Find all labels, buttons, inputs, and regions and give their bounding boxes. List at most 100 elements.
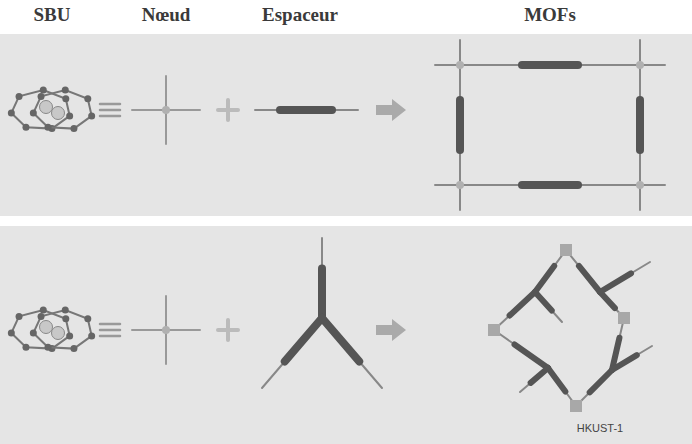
spacer-end xyxy=(262,318,322,388)
spacer-body xyxy=(600,292,615,308)
reaction-arrow xyxy=(376,99,406,341)
reaction-arrow xyxy=(376,319,406,341)
equivalence-symbol xyxy=(100,100,238,340)
spacer-body xyxy=(515,344,548,368)
atom xyxy=(22,124,29,131)
spacer-body xyxy=(548,368,565,392)
atom xyxy=(30,109,37,116)
atom xyxy=(30,329,37,336)
equivalence-bar xyxy=(100,109,120,112)
atom xyxy=(84,95,91,102)
atom xyxy=(70,125,77,132)
column-header: Espaceur xyxy=(262,4,338,26)
node-center xyxy=(162,106,170,114)
atom xyxy=(88,112,95,119)
atom xyxy=(62,95,69,102)
row-panel xyxy=(0,226,692,444)
atom xyxy=(84,315,91,322)
plus-sign xyxy=(226,100,230,120)
atom xyxy=(62,315,69,322)
spacer-end xyxy=(612,346,652,370)
metal-node xyxy=(570,400,582,412)
spacer-body xyxy=(522,61,578,69)
spacer-end xyxy=(535,250,566,292)
sbu-paddlewheel xyxy=(8,307,95,353)
atom xyxy=(38,313,45,320)
spacer-body xyxy=(590,370,612,392)
node-center xyxy=(162,326,170,334)
spacer-body xyxy=(456,100,464,150)
atom xyxy=(40,87,47,94)
grid-line xyxy=(435,64,665,66)
atom xyxy=(44,124,51,131)
spacer-body xyxy=(535,266,554,292)
metal-node xyxy=(488,324,500,336)
metal-atom xyxy=(40,101,53,114)
equivalence-bar xyxy=(100,335,120,338)
atom xyxy=(88,332,95,339)
carboxylate-ring xyxy=(11,90,69,129)
row-panel xyxy=(0,34,692,216)
spacer-body xyxy=(600,273,631,292)
spacer-end xyxy=(494,330,548,368)
spacer-body xyxy=(510,292,535,316)
spacer-end xyxy=(494,292,535,330)
equivalence-bar xyxy=(100,115,120,118)
metal-atom xyxy=(52,107,65,120)
column-header: MOFs xyxy=(524,4,576,26)
metal-node xyxy=(618,312,630,324)
spacer-body xyxy=(531,368,548,383)
node-cross xyxy=(132,76,200,364)
equivalence-bar xyxy=(100,323,120,326)
metal-node xyxy=(560,244,572,256)
spacer-body xyxy=(280,106,332,114)
spacer-body xyxy=(285,318,322,361)
spacer-end xyxy=(321,238,323,318)
grid-node xyxy=(636,61,644,69)
atom xyxy=(70,345,77,352)
atom xyxy=(8,329,15,336)
hkust-network xyxy=(488,244,652,412)
atom xyxy=(8,109,15,116)
spacer-body xyxy=(318,268,326,318)
equivalence-bar xyxy=(100,329,120,332)
spacer-end xyxy=(255,109,358,111)
metal-atom xyxy=(52,327,65,340)
atom xyxy=(66,332,73,339)
equivalence-bar xyxy=(100,103,120,106)
spacer-body xyxy=(535,292,552,311)
spacer-end xyxy=(322,318,382,388)
spacer-end xyxy=(600,262,650,292)
atom xyxy=(66,112,73,119)
column-header: SBU xyxy=(34,4,71,26)
metal-atom xyxy=(40,321,53,334)
structure-name: HKUST-1 xyxy=(577,422,623,434)
grid-node xyxy=(456,181,464,189)
carboxylate-ring xyxy=(33,310,91,349)
atom xyxy=(16,313,23,320)
atom xyxy=(22,344,29,351)
grid-node xyxy=(636,181,644,189)
atom xyxy=(62,87,69,94)
carboxylate-ring xyxy=(33,90,91,129)
grid-node xyxy=(456,61,464,69)
carboxylate-ring xyxy=(11,310,69,349)
atom xyxy=(16,93,23,100)
spacer-body xyxy=(522,181,578,189)
reaction-arrow xyxy=(376,99,406,121)
atom xyxy=(62,307,69,314)
spacer-body xyxy=(636,100,644,150)
spacer-body xyxy=(579,266,600,292)
sbu-paddlewheel xyxy=(8,87,95,133)
grid-line xyxy=(435,184,665,186)
spacer-body xyxy=(612,355,637,370)
spacer-end xyxy=(535,292,562,322)
spacer-linker xyxy=(255,110,382,388)
column-header: Nœud xyxy=(142,4,191,26)
mof-grid xyxy=(435,40,665,210)
plus-sign xyxy=(226,320,230,340)
spacer-end xyxy=(520,368,548,392)
